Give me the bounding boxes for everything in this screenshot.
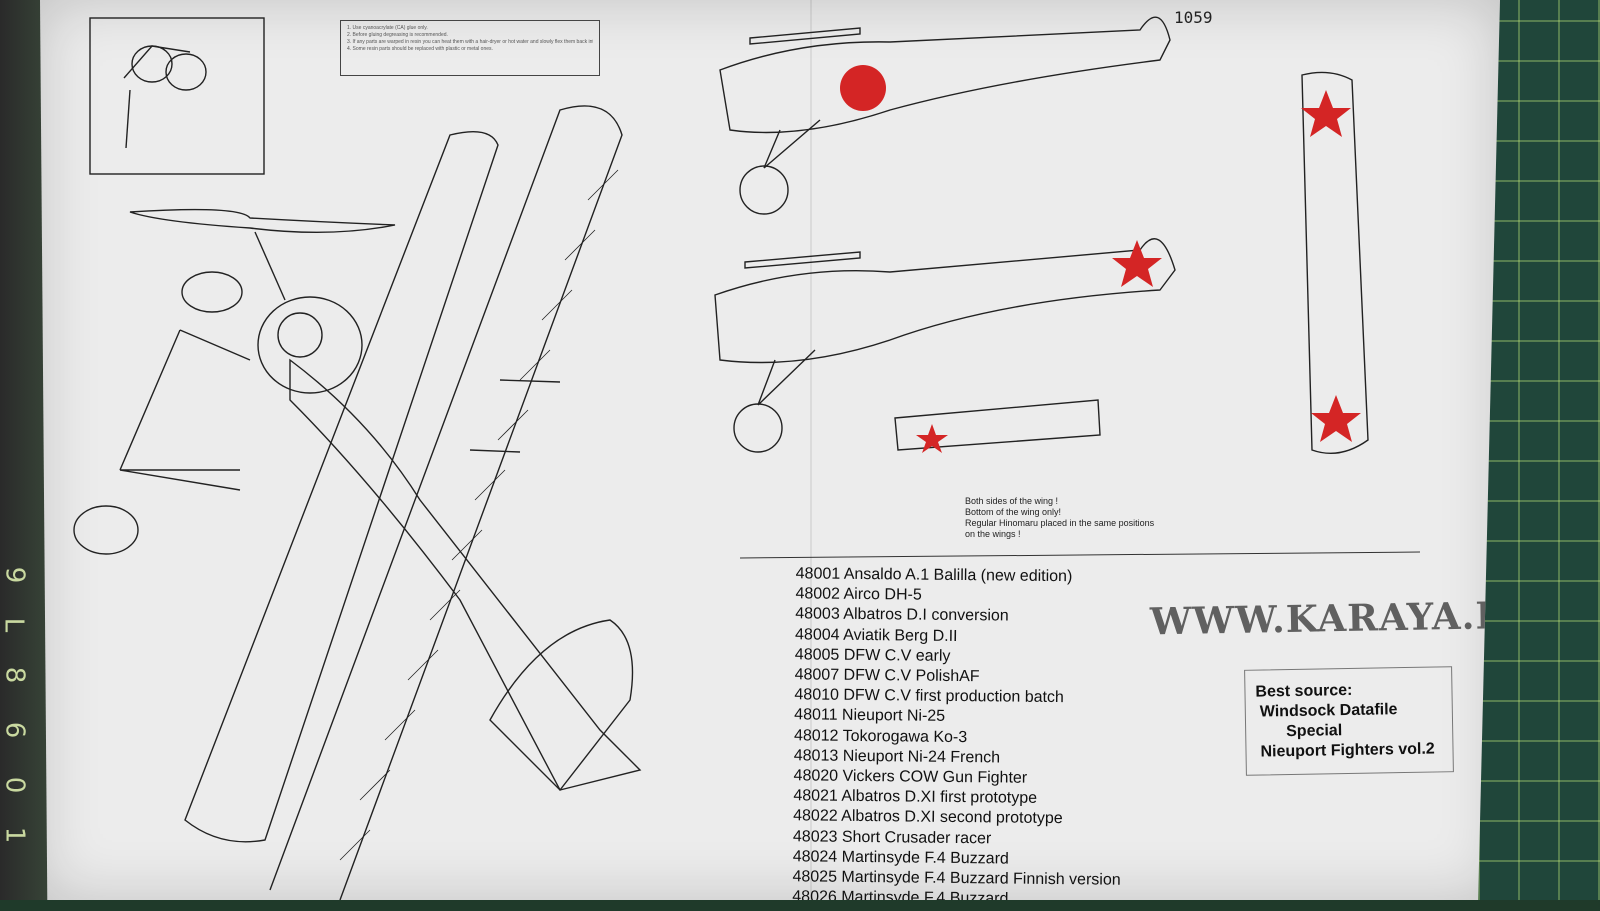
decal-note-line: Regular Hinomaru placed in the same posi… (965, 518, 1155, 528)
catalog-item: 48026 Martinsyde F.4 Buzzard (792, 888, 1009, 908)
side-view-aircraft (719, 16, 1171, 134)
detail-box (89, 17, 265, 175)
serial-number: 1059 (1174, 8, 1213, 27)
catalog-item: 48003 Albatros D.I conversion (795, 605, 1009, 625)
best-source-box: Best source: Windsock Datafile Special N… (1244, 666, 1454, 776)
wheel (73, 505, 139, 555)
ruler-number: 0 (0, 776, 30, 794)
kit-catalog-list: 48001 Ansaldo A.1 Balilla (new edition) … (792, 564, 1124, 908)
fuselage (289, 358, 642, 791)
side-view-aircraft (714, 238, 1176, 364)
wing-plan-view (1301, 71, 1369, 454)
ruler-number: 6 (0, 721, 30, 739)
note-line: 1. Use cyanoacrylate (CA) glue only. (347, 25, 428, 31)
red-star-marking (1301, 90, 1351, 137)
wheel (739, 165, 789, 215)
tailplane (489, 619, 634, 792)
decal-placement-note: Both sides of the wing ! Bottom of the w… (965, 496, 1154, 540)
goggle-lens (165, 53, 207, 91)
upper-wing (269, 105, 623, 900)
note-line: 4. Some resin parts should be replaced w… (347, 46, 493, 52)
propeller (129, 208, 396, 234)
hinomaru-roundel (840, 65, 886, 111)
red-star-marking (1311, 395, 1361, 442)
red-star-marking (916, 424, 948, 453)
ruler-number: 8 (0, 666, 30, 684)
note-line: 2. Before gluing degreasing is recommend… (347, 32, 448, 38)
ruler-number: 1 (0, 826, 30, 844)
wing-bottom-view (894, 399, 1101, 451)
decal-note-line: Bottom of the wing only! (965, 507, 1062, 517)
decal-note-line: on the wings ! (965, 529, 1021, 539)
section-divider (739, 551, 1421, 559)
website-url: WWW.KARAYA.PL (1149, 592, 1532, 644)
source-line: Nieuport Fighters vol.2 (1260, 740, 1435, 761)
wheel (181, 271, 243, 313)
assembly-drawing (73, 16, 1421, 900)
decal-note-line: Both sides of the wing ! (965, 496, 1059, 506)
engine-cowling (257, 296, 363, 394)
lower-wing (184, 131, 499, 843)
instruction-sheet: 1. Use cyanoacrylate (CA) glue only. 2. … (40, 0, 1500, 900)
ruler-number: L (0, 617, 29, 633)
assembly-notes-box: 1. Use cyanoacrylate (CA) glue only. 2. … (340, 20, 600, 76)
paper-fold (810, 0, 812, 900)
red-star-marking (1112, 240, 1162, 287)
ruler-number: 9 (0, 566, 30, 584)
note-line: 3. If any parts are warped in resin you … (347, 39, 593, 45)
wheel (733, 403, 783, 453)
